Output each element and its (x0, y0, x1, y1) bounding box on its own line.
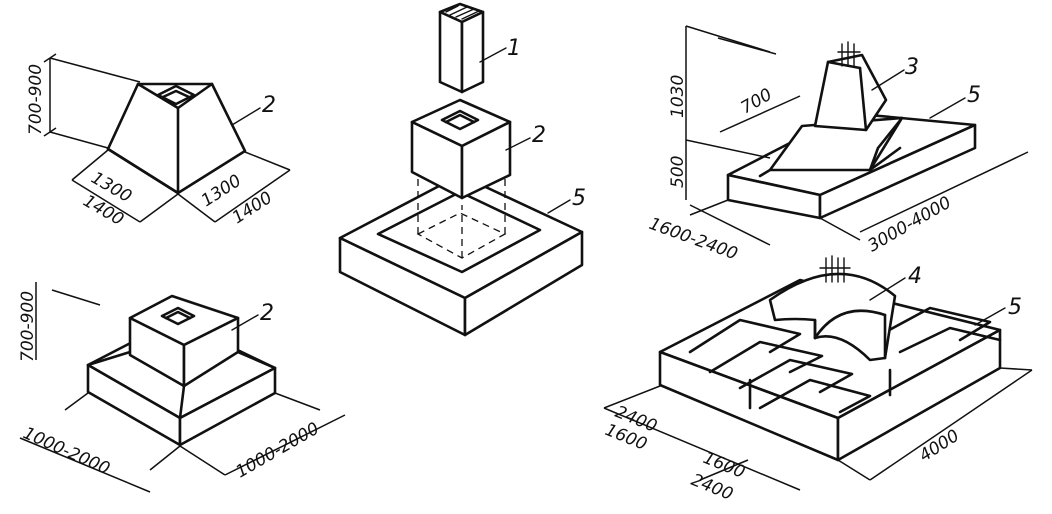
label-3: 3 (905, 55, 919, 80)
label-1: 1 (507, 36, 521, 61)
label-2: 2 (532, 123, 546, 148)
label-5: 5 (1008, 295, 1022, 320)
dim-length-label: 3000-4000 (865, 193, 955, 257)
dim-top-width-label: 700 (738, 85, 776, 119)
figure-top-left-pyramid-footing: 700-900 1300 1400 1300 1400 2 (26, 53, 291, 230)
dim-height-bottom-label: 500 (668, 156, 688, 188)
label-2: 2 (260, 301, 274, 326)
figure-center-exploded-foundation: 1 2 5 (338, 2, 586, 337)
height-dim-label: 700-900 (18, 291, 38, 362)
label-4: 4 (908, 264, 922, 289)
label-2: 2 (262, 93, 276, 118)
height-dim-label: 700-900 (26, 64, 46, 135)
depth-dim-label: 1000-2000 (233, 419, 323, 483)
label-5: 5 (967, 83, 981, 108)
depth-dim-label-b: 1400 (229, 188, 276, 228)
figure-bottom-left-stepped-footing: 700-900 1000-2000 1000-2000 2 (18, 282, 346, 493)
label-5: 5 (572, 186, 586, 211)
dim-height-top-label: 1030 (668, 75, 688, 118)
figure-top-right-column-base: 1030 500 700 1600-2400 3000-4000 3 5 (646, 25, 1029, 264)
dim-width-label: 1600-2400 (646, 214, 740, 264)
dim-length-label: 4000 (916, 426, 963, 466)
figure-bottom-right-ribbed-slab: 2400 1600 1600 2400 4000 4 5 (602, 255, 1033, 505)
width-dim-label: 1000-2000 (20, 423, 113, 479)
